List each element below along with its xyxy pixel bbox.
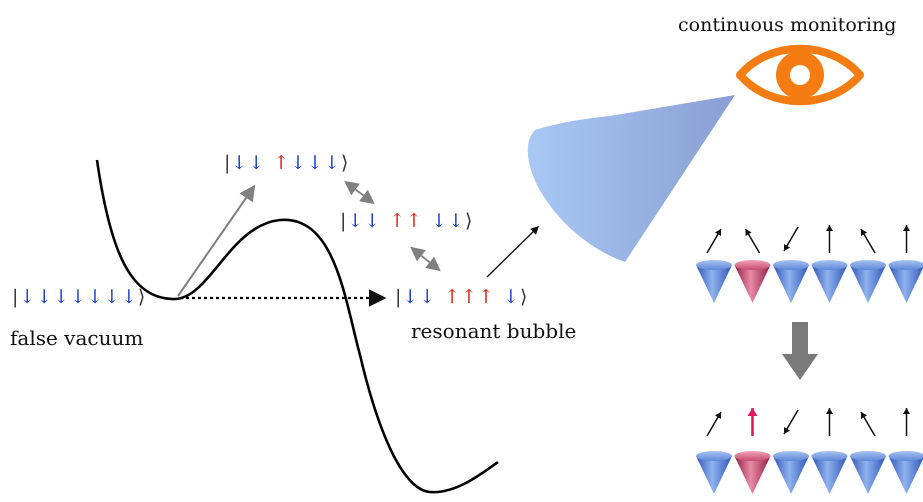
- state-false-vacuum: |↓↓↓↓↓↓↓⟩: [12, 286, 146, 308]
- blue-cone: [812, 456, 848, 494]
- state-single-flip: |↓↓↑↓↓↓⟩: [224, 152, 349, 174]
- state-double-flip: |↓↓↑↑↓↓⟩: [340, 210, 473, 232]
- spin-down-arrow: ↓: [431, 210, 448, 232]
- cone-cap: [735, 260, 771, 270]
- spin-down-arrow: ↓: [87, 286, 104, 308]
- before-arrowhead-6: [903, 225, 910, 231]
- blue-cone: [812, 265, 848, 303]
- spin-down-arrow: ↓: [324, 152, 341, 174]
- spin-up-arrow: ↑: [389, 210, 406, 232]
- after-arrowhead-2: [748, 408, 758, 416]
- spin-down-arrow: ↓: [70, 286, 87, 308]
- spin-down-arrow: ↓: [307, 152, 324, 174]
- blue-cone: [889, 265, 923, 303]
- spin-down-arrow: ↓: [364, 210, 381, 232]
- blue-cone: [850, 265, 886, 303]
- spin-down-arrow: ↓: [36, 286, 53, 308]
- spin-down-arrow: ↓: [104, 286, 121, 308]
- ket-bracket: ⟩: [520, 286, 528, 308]
- spin-up-arrow: ↑: [444, 286, 461, 308]
- cone-cap: [850, 451, 886, 461]
- measurement-arrow: [487, 227, 538, 277]
- blue-cone: [850, 456, 886, 494]
- observation-beam: [528, 95, 735, 262]
- spin-down-arrow: ↓: [347, 210, 364, 232]
- spin-up-arrow: ↑: [461, 286, 478, 308]
- excitation-arrow: [178, 188, 253, 296]
- eye-icon: [740, 49, 860, 102]
- spin-down-arrow: ↓: [121, 286, 138, 308]
- cone-cap: [773, 451, 809, 461]
- spin-down-arrow: ↓: [19, 286, 36, 308]
- resonant-bubble-label: resonant bubble: [411, 319, 576, 343]
- after-arrowhead-4: [826, 408, 833, 414]
- after-arrowhead-6: [903, 408, 910, 414]
- spin-down-arrow: ↓: [290, 152, 307, 174]
- coupling-arrow-1: [347, 183, 372, 202]
- spin-down-arrow: ↓: [503, 286, 520, 308]
- cone-cap: [773, 260, 809, 270]
- blue-cone: [696, 265, 732, 303]
- spin-up-arrow: ↑: [478, 286, 495, 308]
- cone-cap: [812, 451, 848, 461]
- spin-up-arrow: ↑: [273, 152, 290, 174]
- cone-cap: [889, 260, 923, 270]
- cone-cap: [850, 260, 886, 270]
- ket-bracket: ⟩: [465, 210, 473, 232]
- ket-bracket: ⟩: [341, 152, 349, 174]
- evolution-arrow: [782, 322, 818, 380]
- red-cone: [735, 265, 771, 303]
- spin-down-arrow: ↓: [248, 152, 265, 174]
- cone-cap: [696, 260, 732, 270]
- spin-down-arrow: ↓: [53, 286, 70, 308]
- monitoring-label: continuous monitoring: [678, 14, 896, 36]
- false-vacuum-label: false vacuum: [10, 326, 143, 350]
- blue-cone: [696, 456, 732, 494]
- cone-cap: [696, 451, 732, 461]
- spin-down-arrow: ↓: [402, 286, 419, 308]
- coupling-arrow-2: [413, 249, 438, 269]
- spin-down-arrow: ↓: [448, 210, 465, 232]
- cone-cap: [889, 451, 923, 461]
- before-arrowhead-4: [826, 225, 833, 231]
- red-cone: [735, 456, 771, 494]
- blue-cone: [773, 456, 809, 494]
- cone-cap: [812, 260, 848, 270]
- state-bubble: |↓↓↑↑↑↓⟩: [395, 286, 528, 308]
- cone-cap: [735, 451, 771, 461]
- spin-up-arrow: ↑: [406, 210, 423, 232]
- blue-cone: [889, 456, 923, 494]
- spin-down-arrow: ↓: [419, 286, 436, 308]
- ket-bracket: ⟩: [138, 286, 146, 308]
- spin-down-arrow: ↓: [231, 152, 248, 174]
- blue-cone: [773, 265, 809, 303]
